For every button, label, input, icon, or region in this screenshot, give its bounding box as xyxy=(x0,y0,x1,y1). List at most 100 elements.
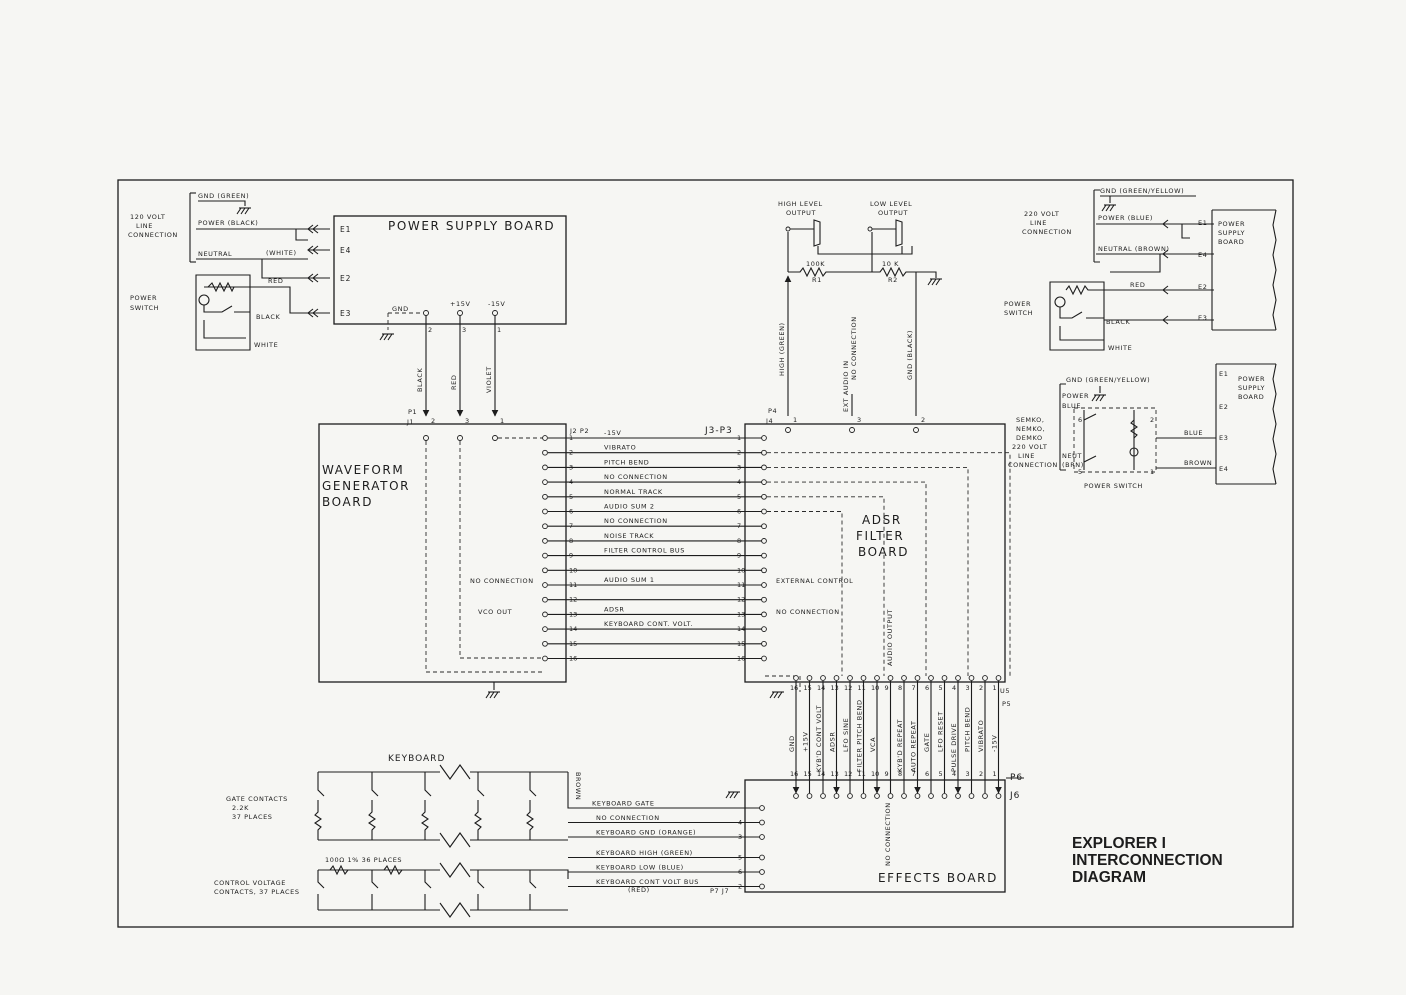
semko-brown-label: BROWN xyxy=(1184,459,1212,467)
effects-pin-top: 4 xyxy=(952,684,956,692)
bus-pin-left: 4 xyxy=(569,478,573,486)
adsr-board-title: ADSR xyxy=(862,513,902,527)
adsr-filter-board: ADSR FILTER BOARD EXTERNAL CONTROL NO CO… xyxy=(569,407,1011,708)
wg-vco-out: VCO OUT xyxy=(478,608,512,616)
wg-no-connection: NO CONNECTION xyxy=(470,577,534,585)
effects-pin-bottom: 2 xyxy=(979,770,983,778)
effects-signal-label: +15V xyxy=(802,731,810,752)
high-level-output-label-2: OUTPUT xyxy=(786,209,816,217)
bus-signal-label: AUDIO SUM 1 xyxy=(604,576,655,584)
ps220-e2: E2 xyxy=(1198,283,1207,291)
svg-text:2: 2 xyxy=(431,417,435,425)
gate-contacts-label-3: 37 PLACES xyxy=(232,813,273,821)
effects-pin-top: 12 xyxy=(844,684,852,692)
output-jacks: HIGH LEVEL OUTPUT LOW LEVEL OUTPUT 100K … xyxy=(778,200,943,433)
ps220-e1: E1 xyxy=(1198,219,1207,227)
semko-line-label-4: 220 VOLT xyxy=(1012,443,1047,451)
semko-line-label-6: CONNECTION xyxy=(1008,461,1058,469)
bus-signal-label: ADSR xyxy=(604,605,625,613)
adsr-audio-output: AUDIO OUTPUT xyxy=(886,609,894,666)
keyboard-brown-label: BROWN xyxy=(574,772,582,800)
bus-pin-right: 1 xyxy=(737,434,741,442)
effects-pin-bottom: 16 xyxy=(790,770,798,778)
psb-e2: E2 xyxy=(340,274,351,283)
effects-signal-label: ADSR xyxy=(829,732,837,753)
keyboard-line: KEYBOARD GATE xyxy=(568,800,765,811)
effects-wire: 11-15V xyxy=(991,675,1002,799)
power-supply-board: POWER SUPPLY BOARD E1 E4 E2 E3 GND +15V … xyxy=(333,215,567,341)
mains120-line-label-3: CONNECTION xyxy=(128,231,178,239)
bus-signal-label: FILTER CONTROL BUS xyxy=(604,547,685,555)
conn-j6: J6 xyxy=(1009,791,1020,801)
mains120-white-bottom-label: WHITE xyxy=(254,341,278,349)
semko-board-label-3: BOARD xyxy=(1238,393,1264,401)
mains220-line-label-2: LINE xyxy=(1030,219,1047,227)
waveform-generator-board: WAVEFORM GENERATOR BOARD NO CONNECTION V… xyxy=(318,423,567,699)
effects-pin-top: 15 xyxy=(804,684,812,692)
j4-pin-2: 2 xyxy=(921,416,925,424)
semko-line-label-3: DEMKO xyxy=(1016,434,1043,442)
effects-wire: 15 15 +15V xyxy=(802,675,813,799)
svg-text:3: 3 xyxy=(465,417,469,425)
semko-e4: E4 xyxy=(1219,465,1228,473)
keyboard-line: KEYBOARD GND (ORANGE)3 xyxy=(568,829,765,841)
keyboard-line: KEYBOARD LOW (BLUE)6 xyxy=(568,864,765,876)
effects-pin-bottom: 15 xyxy=(804,770,812,778)
bus-pin-left: 15 xyxy=(569,640,577,648)
cv-contacts-label-2: CONTACTS, 37 PLACES xyxy=(214,888,300,896)
effects-pin-top: 1 xyxy=(993,684,997,692)
keyboard-title: KEYBOARD xyxy=(388,754,445,764)
bus-pin-right: 7 xyxy=(737,522,741,530)
effects-pin-top: 14 xyxy=(817,684,825,692)
effects-pin-top: 3 xyxy=(966,684,970,692)
bus-pin-right: 14 xyxy=(737,625,745,633)
mains220-white-label: WHITE xyxy=(1108,344,1132,352)
psb-m15-label: -15V xyxy=(488,300,505,308)
effects-pin-bottom: 11 xyxy=(858,770,866,778)
keyboard-line-pin: 2 xyxy=(738,883,742,891)
effects-pin-bottom: 8 xyxy=(898,770,902,778)
semko-pin-6: 6 xyxy=(1078,416,1082,424)
keyboard-line-pin: 3 xyxy=(738,833,742,841)
bus-signal-label: NO CONNECTION xyxy=(604,517,668,525)
keyboard-line-label: KEYBOARD LOW (BLUE) xyxy=(596,864,684,872)
r1-value: 100K xyxy=(806,260,825,268)
effects-pin-bottom: 7 xyxy=(912,770,916,778)
waveform-board-title-3: BOARD xyxy=(322,495,373,509)
keyboard-line-label: KEYBOARD GATE xyxy=(592,800,655,808)
semko-e2: E2 xyxy=(1219,403,1228,411)
mains-120v-section: GND (GREEN) 120 VOLT LINE CONNECTION POW… xyxy=(128,192,330,351)
mains220-black-label: BLACK xyxy=(1106,318,1131,326)
effects-pin-bottom: 13 xyxy=(831,770,839,778)
bus-pin-right: 11 xyxy=(737,581,745,589)
conn-j2-p2: J2 P2 xyxy=(569,427,589,435)
conn-p4: P4 xyxy=(768,407,777,415)
mains120-power-label: POWER (BLACK) xyxy=(198,219,258,227)
conn-u5: U5 xyxy=(1000,687,1010,695)
effects-signal-label: -15V xyxy=(991,735,999,752)
keyboard-red-label: (RED) xyxy=(628,886,650,894)
ps220-board-label-3: BOARD xyxy=(1218,238,1244,246)
psb-pin-1: 1 xyxy=(497,326,501,334)
semko-section: GND (GREEN/YELLOW) POWER BLUE NEUT (BRN)… xyxy=(1008,363,1277,490)
r2-label: R2 xyxy=(888,276,898,284)
r2-value: 10 K xyxy=(882,260,899,268)
effects-signal-label: VCA xyxy=(869,737,877,752)
effects-pin-top: 9 xyxy=(885,684,889,692)
adsr-no-connection: NO CONNECTION xyxy=(776,608,840,616)
semko-power-switch: POWER SWITCH xyxy=(1084,482,1143,490)
bus-pin-right: 4 xyxy=(737,478,741,486)
mains120-line-label-2: LINE xyxy=(136,222,153,230)
psb-p15-label: +15V xyxy=(450,300,471,308)
